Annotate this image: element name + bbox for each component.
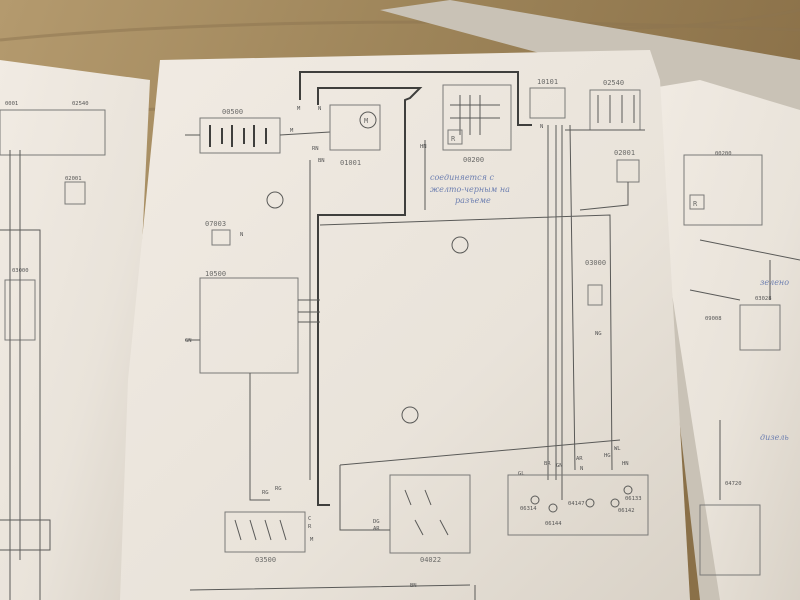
lamp-label: 04147 xyxy=(568,501,585,507)
lamp-label: 06133 xyxy=(625,496,642,502)
component-label: 10101 xyxy=(537,78,558,86)
left-sheet: 0001 02540 02001 03000 xyxy=(0,60,150,600)
svg-text:GN: GN xyxy=(185,338,192,344)
component-label: 09008 xyxy=(705,316,722,322)
handwritten-note: соединяется с xyxy=(430,173,494,182)
component-label: 0001 xyxy=(5,101,18,107)
handwritten-note: желто-черным на xyxy=(430,185,510,194)
svg-text:WL: WL xyxy=(614,446,621,452)
component-label: 03500 xyxy=(255,556,276,564)
handwritten-note: дизель xyxy=(760,433,789,442)
svg-text:N: N xyxy=(580,466,583,472)
lamp-label: 06144 xyxy=(545,521,562,527)
svg-text:M: M xyxy=(290,128,294,134)
instrument-10500: 10500 xyxy=(185,270,320,501)
fuses-02540: 02540 xyxy=(565,79,645,131)
svg-text:AR: AR xyxy=(373,526,380,532)
component-label: 03000 xyxy=(585,259,606,267)
wire-labels: M M N RN BN HN N GN RG RG C R M GL BR GN… xyxy=(185,106,629,589)
component-label: 00200 xyxy=(715,151,732,157)
switch-04022: 04022 xyxy=(339,439,621,564)
handwritten-note: зелено xyxy=(760,278,789,287)
component-label: 02540 xyxy=(72,101,89,107)
svg-text:GL: GL xyxy=(518,471,525,477)
svg-text:HN: HN xyxy=(420,144,427,150)
svg-text:M: M xyxy=(310,537,314,543)
lamp-label: 06142 xyxy=(618,508,635,514)
svg-text:HG: HG xyxy=(604,453,611,459)
main-sheet: 00500 M 01001 R 00200 10101 02540 02001 … xyxy=(120,50,690,600)
component-label: 00500 xyxy=(222,108,243,116)
component-label: 01001 xyxy=(340,159,361,167)
svg-text:HN: HN xyxy=(622,461,629,467)
svg-text:BN: BN xyxy=(410,583,417,589)
svg-text:RG: RG xyxy=(262,490,269,496)
svg-text:RN: RN xyxy=(312,146,319,152)
component-label: 10500 xyxy=(205,270,226,278)
right-sheet: R 00200 03028 09008 04720 зелено дизель xyxy=(380,0,800,600)
svg-text:N: N xyxy=(240,232,243,238)
switch-03500: 03500 xyxy=(224,511,306,564)
svg-text:C: C xyxy=(308,516,311,522)
right-alternator-mark: R xyxy=(693,200,698,208)
component-label: 07003 xyxy=(205,220,226,228)
svg-text:NG: NG xyxy=(595,331,602,337)
lamp-label: 06314 xyxy=(520,506,537,512)
svg-text:R: R xyxy=(308,524,312,530)
battery-00500: 00500 xyxy=(185,108,331,154)
svg-text:BR: BR xyxy=(544,461,551,467)
svg-text:BN: BN xyxy=(318,158,325,164)
lamp-panel: 06314 06144 04147 06142 06133 xyxy=(507,474,649,536)
alternator-00200: R 00200 xyxy=(442,84,512,164)
svg-text:N: N xyxy=(540,124,543,130)
svg-text:M: M xyxy=(297,106,301,112)
starter-01001: M 01001 xyxy=(329,104,381,167)
svg-text:RG: RG xyxy=(275,486,282,492)
component-label: 00200 xyxy=(463,156,484,164)
component-label: 02540 xyxy=(603,79,624,87)
component-label: 02001 xyxy=(614,149,635,157)
svg-text:AR: AR xyxy=(576,456,583,462)
alternator-mark: R xyxy=(451,135,456,143)
component-label: 03028 xyxy=(755,296,772,302)
handwritten-note: разъеме xyxy=(455,196,491,205)
svg-text:N: N xyxy=(318,106,321,112)
component-label: 04720 xyxy=(725,481,742,487)
svg-text:GN: GN xyxy=(556,463,563,469)
svg-text:DG: DG xyxy=(373,519,380,525)
motor-mark: M xyxy=(364,117,368,125)
component-label: 02001 xyxy=(65,176,82,182)
component-label: 04022 xyxy=(420,556,441,564)
